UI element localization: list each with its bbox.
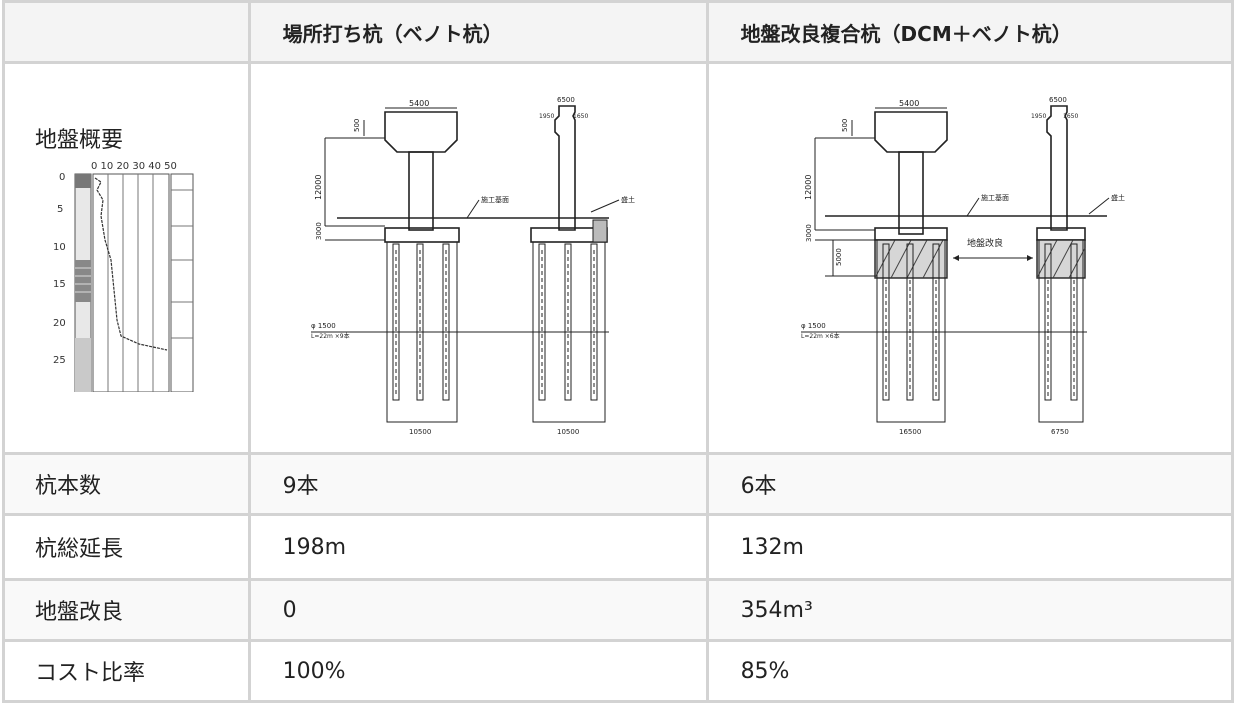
dim-right-part-1: 1950 bbox=[539, 113, 554, 120]
drawing-cast-in-place-pile: 5400 500 12000 3000 施工基面 bbox=[308, 80, 645, 440]
dim-improve: 5000 bbox=[835, 248, 843, 266]
dim-left-tall-b: 12000 bbox=[804, 175, 813, 200]
dim-left-tall: 12000 bbox=[314, 175, 323, 200]
pier-cap-left bbox=[383, 111, 458, 153]
piles-block-left-b bbox=[876, 239, 946, 423]
soil-layer-dotted bbox=[75, 338, 91, 392]
header-cast-in-place-pile: 場所打ち杭（ベノト杭） bbox=[247, 0, 709, 64]
header-composite-pile: 地盤改良複合杭（DCM＋ベノト杭） bbox=[705, 0, 1235, 64]
depth-label-5: 5 bbox=[57, 204, 63, 215]
row-cost-ratio: コスト比率 100% 85% bbox=[2, 639, 1235, 703]
pier-cap-left-b bbox=[873, 111, 948, 153]
boring-scale-label: 0 10 20 30 40 50 bbox=[91, 161, 177, 172]
bottom-dim-left-b: 16500 bbox=[899, 428, 921, 436]
depth-label-20: 20 bbox=[53, 318, 66, 329]
row-label-total-pile-length: 杭総延長 bbox=[2, 513, 251, 581]
dim-top-label-b: 5400 bbox=[899, 99, 919, 108]
comparison-table: 場所打ち杭（ベノト杭） 地盤改良複合杭（DCM＋ベノト杭） 地盤概要 0 10 … bbox=[2, 0, 1235, 703]
cost-ratio-composite: 85% bbox=[705, 639, 1235, 703]
depth-label-25: 25 bbox=[53, 355, 66, 366]
dim-top-right-b: 6500 bbox=[1049, 96, 1067, 104]
pier-right-b bbox=[1045, 105, 1068, 231]
row-ground-overview: 地盤概要 0 10 20 30 40 50 0 5 10 15 20 25 bbox=[2, 61, 1235, 455]
drawing-composite-cell: 5400 500 12000 3000 施工基面 bbox=[705, 61, 1235, 455]
dim-left-low-b: 3000 bbox=[805, 224, 813, 242]
pile-spec-diameter: φ 1500 bbox=[311, 322, 336, 330]
dim-side-small: 500 bbox=[353, 119, 361, 132]
depth-label-0: 0 bbox=[59, 172, 65, 183]
row-total-pile-length: 杭総延長 198m 132m bbox=[2, 513, 1235, 581]
improvement-composite: 354m³ bbox=[705, 578, 1235, 642]
n-value-curve bbox=[94, 177, 168, 351]
header-blank bbox=[2, 0, 251, 64]
dim-top-label: 5400 bbox=[409, 99, 429, 108]
pile-spec-length: L=22m ×9本 bbox=[311, 332, 350, 340]
row-label-ground-improvement: 地盤改良 bbox=[2, 578, 251, 642]
depth-label-15: 15 bbox=[53, 279, 66, 290]
right-tag-b: 盛土 bbox=[1111, 193, 1125, 202]
soil-layer-striped bbox=[75, 260, 91, 302]
ground-improvement-left bbox=[873, 239, 948, 279]
soil-layer-dark-top bbox=[75, 174, 91, 188]
pile-count-composite: 6本 bbox=[705, 452, 1235, 516]
pile-spec-diameter-b: φ 1500 bbox=[801, 322, 826, 330]
dim-side-small-b: 500 bbox=[841, 119, 849, 132]
piles-block-right-b bbox=[1038, 239, 1084, 423]
row-label-pile-count: 杭本数 bbox=[2, 452, 251, 516]
improve-label: 地盤改良 bbox=[967, 237, 1003, 249]
ground-improvement-right bbox=[1035, 239, 1086, 279]
drawing-cast-in-place-cell: 5400 500 12000 3000 施工基面 bbox=[247, 61, 709, 455]
pier-column-left bbox=[407, 151, 434, 231]
dim-right-part-1-b: 1950 bbox=[1031, 113, 1046, 120]
drawing-composite-pile: 5400 500 12000 3000 施工基面 bbox=[796, 80, 1137, 440]
dim-right-part-2-b: 1650 bbox=[1063, 113, 1078, 120]
right-tag: 盛土 bbox=[621, 195, 635, 204]
pile-count-cast-in-place: 9本 bbox=[247, 452, 709, 516]
boring-log-figure: 0 10 20 30 40 50 0 5 10 15 20 25 bbox=[53, 161, 194, 392]
piles-block-right bbox=[532, 241, 606, 423]
pier-right bbox=[553, 105, 576, 231]
bottom-dim-left: 10500 bbox=[409, 428, 431, 436]
pile-spec-length-b: L=22m ×6本 bbox=[801, 332, 840, 340]
row-pile-count: 杭本数 9本 6本 bbox=[2, 452, 1235, 516]
total-length-composite: 132m bbox=[705, 513, 1235, 581]
header-row: 場所打ち杭（ベノト杭） 地盤改良複合杭（DCM＋ベノト杭） bbox=[2, 0, 1235, 64]
improvement-cast-in-place: 0 bbox=[247, 578, 709, 642]
water-level-label: 施工基面 bbox=[481, 195, 509, 204]
dim-top-right: 6500 bbox=[557, 96, 575, 104]
row-label-ground-overview: 地盤概要 bbox=[35, 128, 124, 153]
bottom-dim-right: 10500 bbox=[557, 428, 579, 436]
dim-left-low: 3000 bbox=[315, 222, 323, 240]
row-ground-improvement: 地盤改良 0 354m³ bbox=[2, 578, 1235, 642]
row-label-cost-ratio: コスト比率 bbox=[2, 639, 251, 703]
soil-desc-column bbox=[170, 173, 194, 392]
n-value-grid bbox=[92, 173, 170, 392]
bottom-dim-right-b: 6750 bbox=[1051, 428, 1069, 436]
ground-overview-cell: 地盤概要 0 10 20 30 40 50 0 5 10 15 20 25 bbox=[2, 61, 251, 455]
depth-label-10: 10 bbox=[53, 242, 66, 253]
dim-right-part-2: 1650 bbox=[573, 113, 588, 120]
total-length-cast-in-place: 198m bbox=[247, 513, 709, 581]
pier-column-left-b bbox=[897, 151, 924, 235]
cost-ratio-cast-in-place: 100% bbox=[247, 639, 709, 703]
water-level-label-b: 施工基面 bbox=[981, 193, 1009, 202]
